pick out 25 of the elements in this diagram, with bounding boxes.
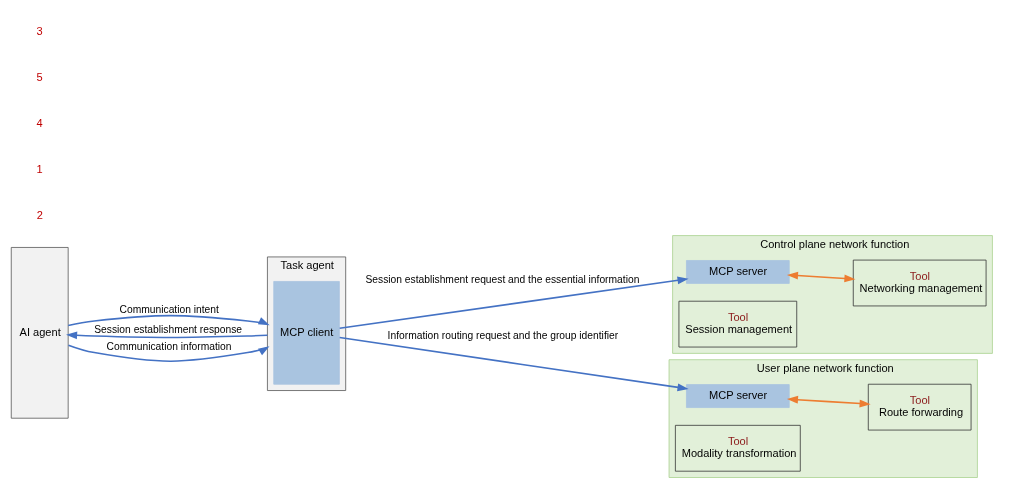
node-box: Tool Networking management	[852, 259, 987, 307]
label: 4	[36, 117, 43, 130]
edge-label: Session establishment response	[94, 324, 243, 336]
edge-label: Information routing request and the group identifier	[387, 330, 619, 342]
node-box: Tool Modality transformation	[675, 424, 801, 472]
node-box: MCP server	[686, 260, 790, 284]
arrow	[338, 336, 689, 392]
node-box: Tool Route forwarding	[867, 383, 972, 431]
node-box: MCP server	[686, 384, 790, 408]
arrow	[66, 331, 269, 340]
arrow	[786, 395, 871, 408]
label: 2	[36, 208, 43, 221]
node-box: MCP client	[273, 281, 340, 385]
node-box: AI agent	[10, 247, 69, 419]
label: 5	[36, 71, 43, 84]
edge-label: Communication intent	[119, 304, 219, 316]
node-box: Tool Session management	[678, 300, 798, 348]
arrow	[67, 314, 270, 327]
label: 3	[36, 25, 43, 38]
arrow	[67, 344, 270, 363]
edge-label: Session establishment request and the essential information	[365, 273, 640, 285]
label: 1	[36, 162, 43, 175]
edge-label: Communication information	[106, 340, 232, 352]
arrow	[338, 276, 689, 330]
arrow	[786, 271, 856, 283]
